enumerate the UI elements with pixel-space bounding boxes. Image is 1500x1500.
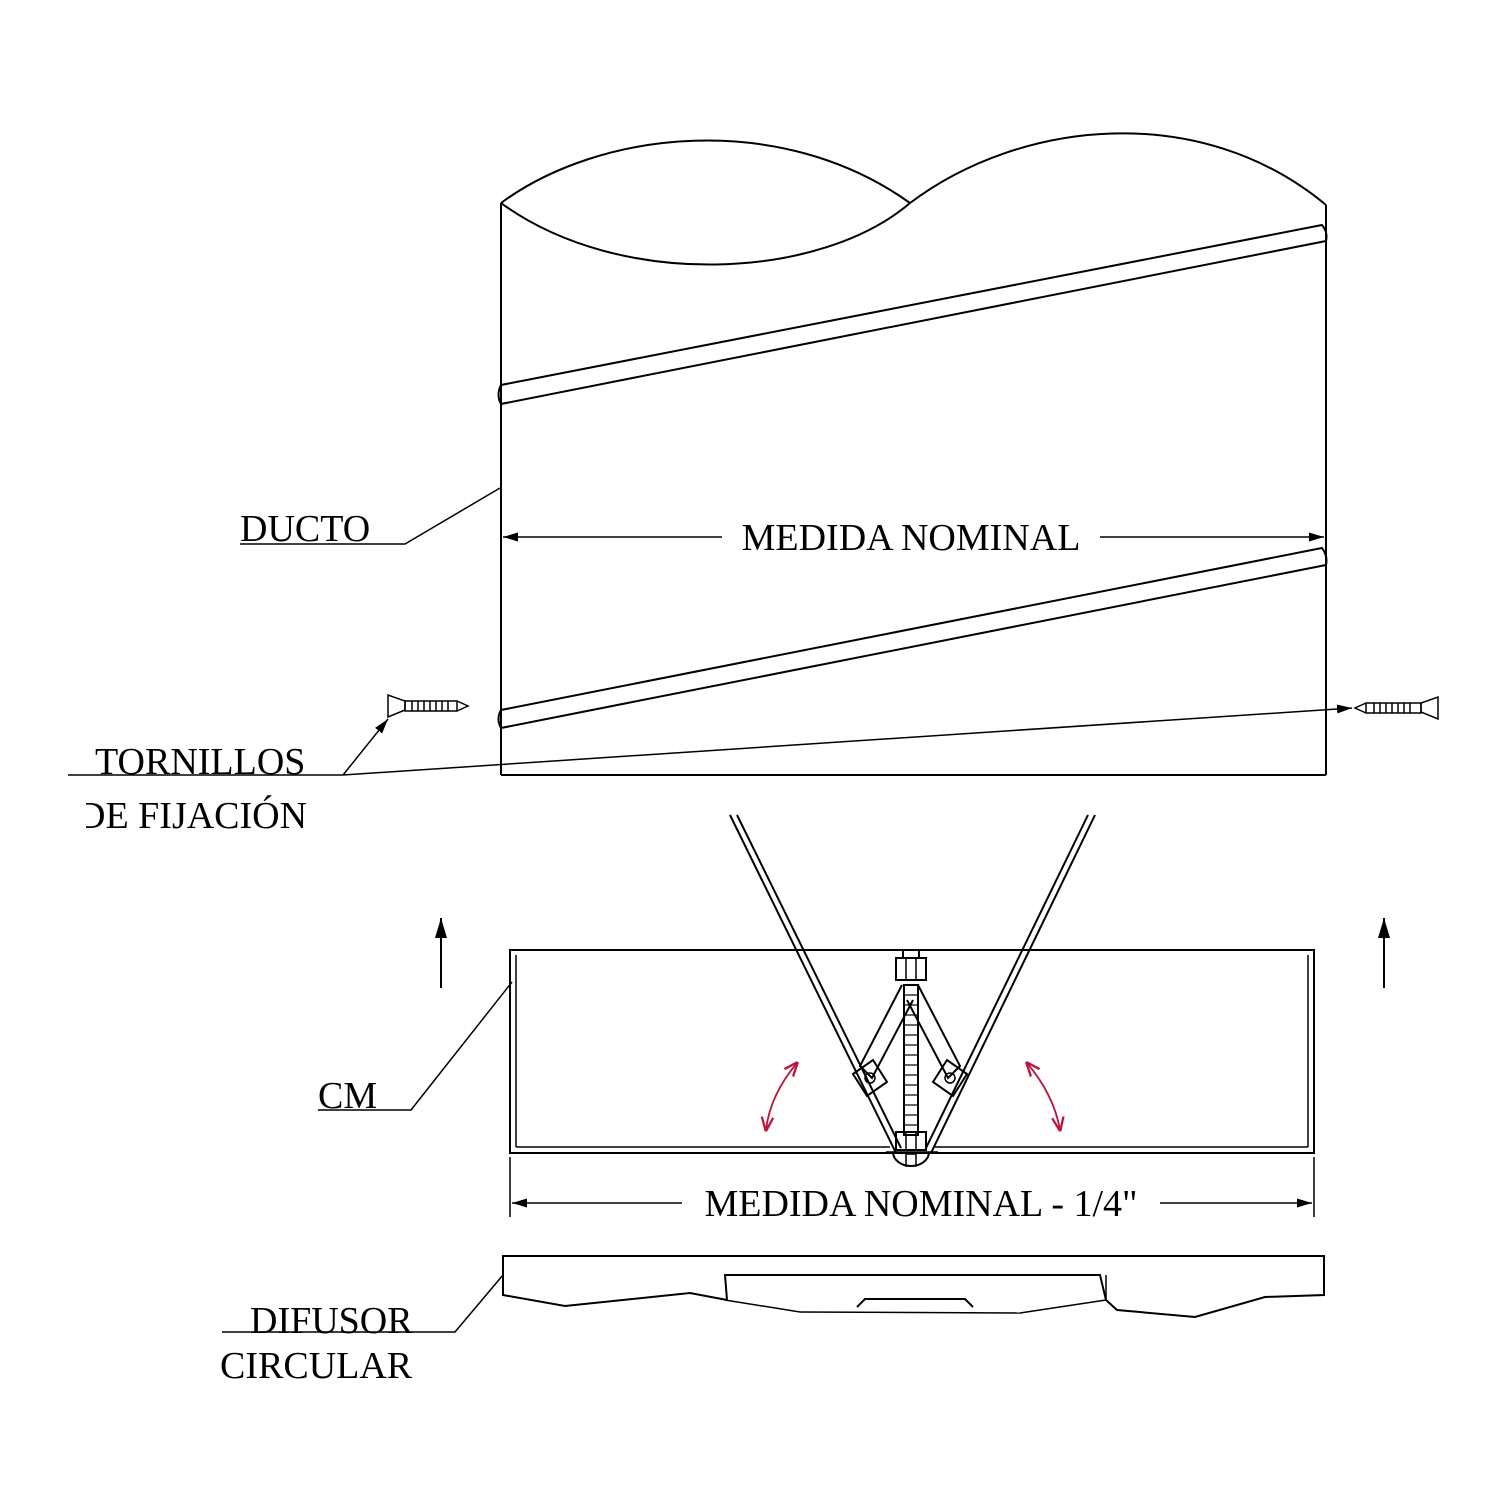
- dimension-medida-nominal-menos: MEDIDA NOMINAL - 1/4": [509, 1157, 1315, 1225]
- left-screw: [387, 693, 470, 719]
- de-fijacion-label: DE FIJACIÓN: [78, 795, 307, 837]
- difusor-callout: DIFUSOR CIRCULAR: [220, 1274, 504, 1387]
- ducto-label: DUCTO: [240, 508, 370, 550]
- dimension-medida-nominal: MEDIDA NOMINAL: [503, 517, 1324, 559]
- rotation-arrows: [766, 1063, 1060, 1130]
- tornillos-label: TORNILLOS: [95, 741, 305, 783]
- medida-nominal-label: MEDIDA NOMINAL: [742, 517, 1081, 559]
- ducto-callout: DUCTO: [240, 487, 501, 550]
- medida-nominal-menos-label: MEDIDA NOMINAL - 1/4": [704, 1183, 1137, 1225]
- duct: [497, 132, 1328, 776]
- right-screw: [1353, 695, 1439, 721]
- tornillos-callout: TORNILLOS DE FIJACIÓN: [68, 704, 1353, 837]
- flow-arrows: [435, 918, 1390, 988]
- cm-callout: CM: [318, 981, 513, 1117]
- damper-cm: [509, 814, 1315, 1167]
- diffuser: [502, 1255, 1325, 1319]
- difusor-label: DIFUSOR: [250, 1300, 413, 1342]
- circular-label: CIRCULAR: [220, 1345, 413, 1387]
